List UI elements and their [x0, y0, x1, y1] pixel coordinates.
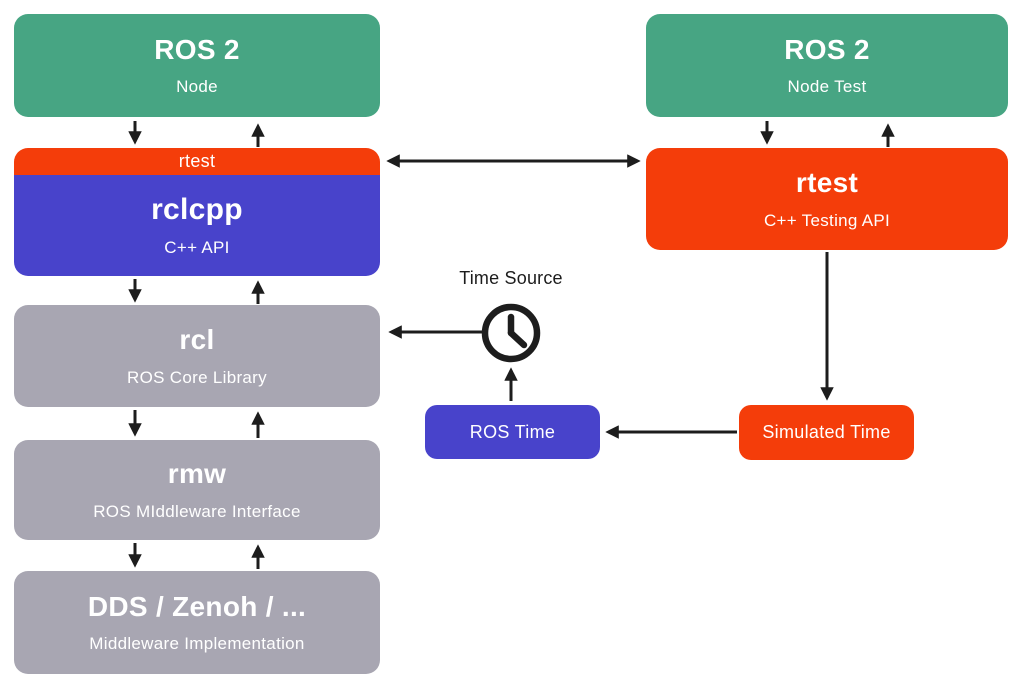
box-rtest-subtitle: C++ Testing API [763, 210, 891, 230]
box-rclcpp-subtitle: C++ API [164, 238, 230, 258]
box-rcl-subtitle: ROS Core Library [127, 367, 267, 387]
box-ros-time: ROS Time [425, 405, 600, 459]
box-simulated-time: Simulated Time [739, 405, 914, 460]
box-rcl-title: rcl [179, 324, 215, 356]
box-ros-time-label: ROS Time [469, 421, 556, 442]
box-rclcpp: rtest rclcpp C++ API [14, 148, 380, 276]
box-rtest: rtest C++ Testing API [646, 148, 1008, 250]
box-rclcpp-body: rclcpp C++ API [14, 175, 380, 276]
time-source-label: Time Source [459, 268, 563, 288]
box-rclcpp-title: rclcpp [151, 192, 243, 226]
box-ros2-node-title: ROS 2 [154, 33, 240, 65]
box-dds-title: DDS / Zenoh / ... [87, 590, 307, 622]
box-ros2-node-test-subtitle: Node Test [787, 77, 867, 97]
box-ros2-node-test: ROS 2 Node Test [646, 14, 1008, 117]
box-rmw-title: rmw [167, 458, 227, 490]
box-rmw: rmw ROS MIddleware Interface [14, 440, 380, 540]
box-rcl: rcl ROS Core Library [14, 305, 380, 407]
clock-icon [481, 303, 541, 363]
box-dds: DDS / Zenoh / ... Middleware Implementat… [14, 571, 380, 674]
box-ros2-node-subtitle: Node [176, 77, 218, 97]
box-simulated-time-label: Simulated Time [762, 422, 891, 442]
rtest-strip: rtest [14, 148, 380, 175]
box-dds-subtitle: Middleware Implementation [89, 634, 305, 654]
box-ros2-node-test-title: ROS 2 [784, 33, 870, 65]
box-rtest-title: rtest [795, 167, 859, 199]
box-rmw-subtitle: ROS MIddleware Interface [93, 501, 301, 521]
box-ros2-node: ROS 2 Node [14, 14, 380, 117]
